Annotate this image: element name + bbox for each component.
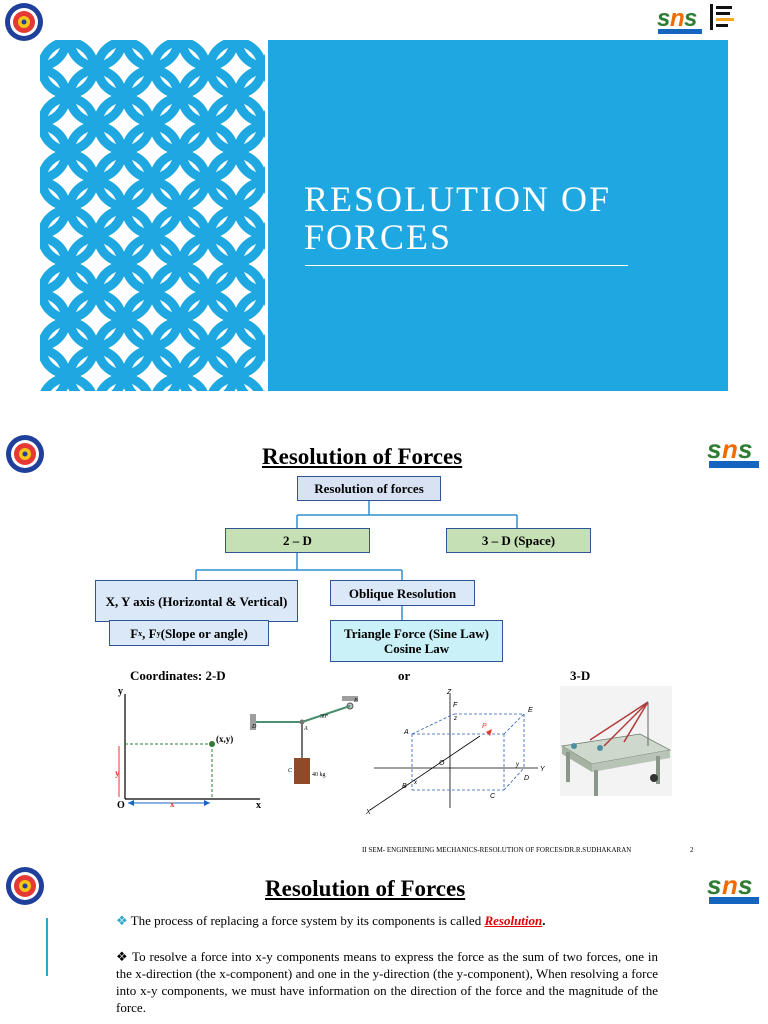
fig1-x-value-label: x — [170, 799, 175, 809]
fx-label: F — [130, 625, 139, 641]
resolution-highlight: Resolution — [484, 913, 543, 928]
fig3-p-label: P — [482, 723, 487, 730]
circle-pattern-icon — [40, 40, 265, 391]
svg-text:s: s — [657, 5, 670, 32]
slide-title: RESOLUTION OF FORCES — [304, 180, 704, 256]
title-line-2: FORCES — [304, 217, 453, 257]
tree-connectors — [195, 500, 518, 620]
content-slide-2: s n s Resolution of Forces Resolution of… — [0, 420, 768, 860]
coordinate-2d-figure: y x O (x,y) y x — [115, 686, 261, 810]
fy-subscript: y — [156, 628, 161, 638]
fig3-b-label: B — [402, 783, 407, 790]
college-seal-icon — [6, 867, 44, 905]
slide-heading: Resolution of Forces — [265, 876, 466, 901]
tree-triangle-box: Triangle Force (Sine Law) Cosine Law — [330, 620, 503, 662]
coordinates-label: Coordinates: 2-D — [130, 668, 226, 683]
tree-oblique-box: Oblique Resolution — [330, 580, 475, 606]
fig3-z-value-label: z — [453, 716, 457, 722]
fig3-e-label: E — [528, 707, 533, 714]
fig3-o-label: O — [439, 760, 445, 767]
fig2-b-label: B — [354, 698, 358, 704]
svg-text:n: n — [670, 5, 685, 32]
svg-text:s: s — [707, 434, 721, 464]
fig2-c-label: C — [288, 768, 293, 774]
svg-text:s: s — [684, 5, 697, 32]
hanging-mass-figure: B A D C 30° 40 kg — [250, 696, 358, 784]
svg-text:s: s — [738, 434, 752, 464]
fig3-y-value-label: y — [515, 762, 520, 768]
title-panel — [268, 40, 728, 391]
fig3-x-value-label: x — [413, 780, 418, 786]
svg-text:n: n — [722, 870, 738, 900]
paragraph-1-end: . — [542, 913, 546, 928]
triangle-line-2: Cosine Law — [383, 641, 450, 656]
slide-heading: Resolution of Forces — [262, 444, 463, 469]
fig2-angle-label: 30° — [320, 713, 329, 720]
sns-logo-icon: s n s — [657, 4, 734, 34]
fig1-origin-label: O — [117, 800, 125, 810]
tree-3d-box: 3 – D (Space) — [446, 528, 591, 553]
accent-bar — [46, 918, 48, 976]
platform-3d-figure — [560, 686, 672, 796]
fig3-d-label: D — [524, 775, 529, 782]
content-slide-3: s n s Resolution of Forces ❖ The process… — [0, 862, 768, 1024]
svg-text:n: n — [722, 434, 738, 464]
fig3-x-axis-label: X — [365, 809, 371, 816]
tree-2d-box: 2 – D — [225, 528, 370, 553]
fxfy-suffix: (Slope or angle) — [160, 625, 248, 641]
fig1-point-label: (x,y) — [216, 734, 233, 744]
fig2-d-label: D — [251, 724, 257, 730]
tree-xy-axis-box: X, Y axis (Horizontal & Vertical) — [95, 580, 298, 622]
fig3-c-label: C — [490, 793, 496, 800]
sns-logo-icon: s n s — [707, 434, 759, 468]
fig3-f-label: F — [453, 702, 458, 709]
paragraph-1-text: The process of replacing a force system … — [127, 913, 485, 928]
slide-footer: II SEM- ENGINEERING MECHANICS-RESOLUTION… — [362, 846, 632, 854]
college-seal-icon — [6, 435, 44, 473]
paragraph-1: ❖ The process of replacing a force syste… — [116, 912, 636, 929]
fig2-a-label: A — [303, 726, 308, 732]
fig1-x-axis-label: x — [256, 800, 261, 810]
fy-label: , F — [142, 625, 157, 641]
diamond-bullet-icon: ❖ — [116, 949, 129, 964]
diamond-bullet-icon: ❖ — [116, 913, 128, 928]
sns-institutions-logo: s n s — [656, 2, 738, 40]
svg-text:s: s — [738, 870, 752, 900]
college-seal-icon — [5, 3, 43, 41]
or-label: or — [398, 668, 411, 683]
title-line-1: RESOLUTION OF — [304, 179, 612, 219]
fig2-mass-label: 40 kg — [312, 772, 326, 778]
coordinate-3d-figure: Z Y X F E A O B C D P z y x — [365, 689, 546, 816]
fx-subscript: x — [138, 628, 143, 638]
three-d-label: 3-D — [570, 668, 591, 683]
title-slide: s n s RESOLUTIO — [0, 0, 768, 420]
title-underline — [305, 265, 628, 266]
svg-text:s: s — [707, 870, 721, 900]
paragraph-2: ❖ To resolve a force into x-y components… — [116, 948, 658, 1016]
fig1-y-value-label: y — [115, 768, 120, 778]
fig3-a-label: A — [403, 729, 409, 736]
fig3-y-axis-label: Y — [540, 766, 546, 773]
decorative-pattern — [40, 40, 265, 391]
paragraph-2-text: To resolve a force into x-y components m… — [116, 949, 658, 1015]
sns-logo-icon: s n s — [707, 870, 759, 904]
fig1-y-axis-label: y — [118, 686, 123, 697]
fig3-z-axis-label: Z — [446, 689, 452, 696]
tree-root-box: Resolution of forces — [297, 476, 441, 501]
triangle-line-1: Triangle Force (Sine Law) — [343, 626, 490, 641]
page-number: 2 — [690, 846, 694, 854]
